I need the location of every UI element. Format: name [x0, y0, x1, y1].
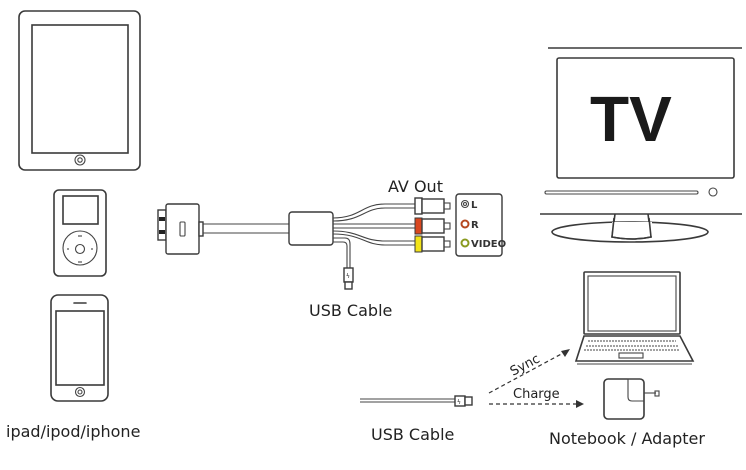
ipod-icon	[53, 189, 107, 277]
usb-cable-top-label: USB Cable	[309, 301, 392, 320]
rca-plug-r	[414, 217, 451, 235]
rca-plug-video	[414, 235, 451, 253]
main-cable	[203, 223, 289, 234]
svg-text:ϟ: ϟ	[346, 273, 350, 280]
port-l-label: L	[471, 200, 478, 211]
sync-label: Sync	[508, 352, 543, 380]
power-adapter-icon	[603, 378, 660, 420]
usb-plug-top-icon: ϟ	[343, 267, 354, 290]
devices-label: ipad/ipod/iphone	[6, 422, 140, 441]
usb-cable-bottom-label: USB Cable	[371, 425, 454, 444]
port-r-label: R	[471, 220, 479, 231]
charge-label: Charge	[513, 387, 560, 402]
charge-arrow	[489, 400, 584, 408]
usb-cable-bottom: ϟ	[360, 395, 473, 407]
ipad-icon	[18, 10, 141, 171]
av-cables	[332, 203, 415, 268]
tv-label: TV	[590, 83, 672, 155]
rca-plug-l	[414, 197, 451, 215]
dock-connector-icon	[157, 203, 204, 255]
sync-arrow	[488, 349, 570, 394]
splitter-box	[288, 211, 334, 246]
port-video-label: VIDEO	[471, 239, 506, 250]
av-out-label: AV Out	[388, 177, 443, 196]
iphone-icon	[50, 294, 109, 402]
av-port-panel: L R VIDEO	[455, 193, 506, 257]
svg-text:ϟ: ϟ	[457, 399, 461, 406]
notebook-adapter-label: Notebook / Adapter	[549, 429, 705, 448]
laptop-icon	[574, 271, 695, 365]
tv-icon: TV	[540, 47, 742, 243]
